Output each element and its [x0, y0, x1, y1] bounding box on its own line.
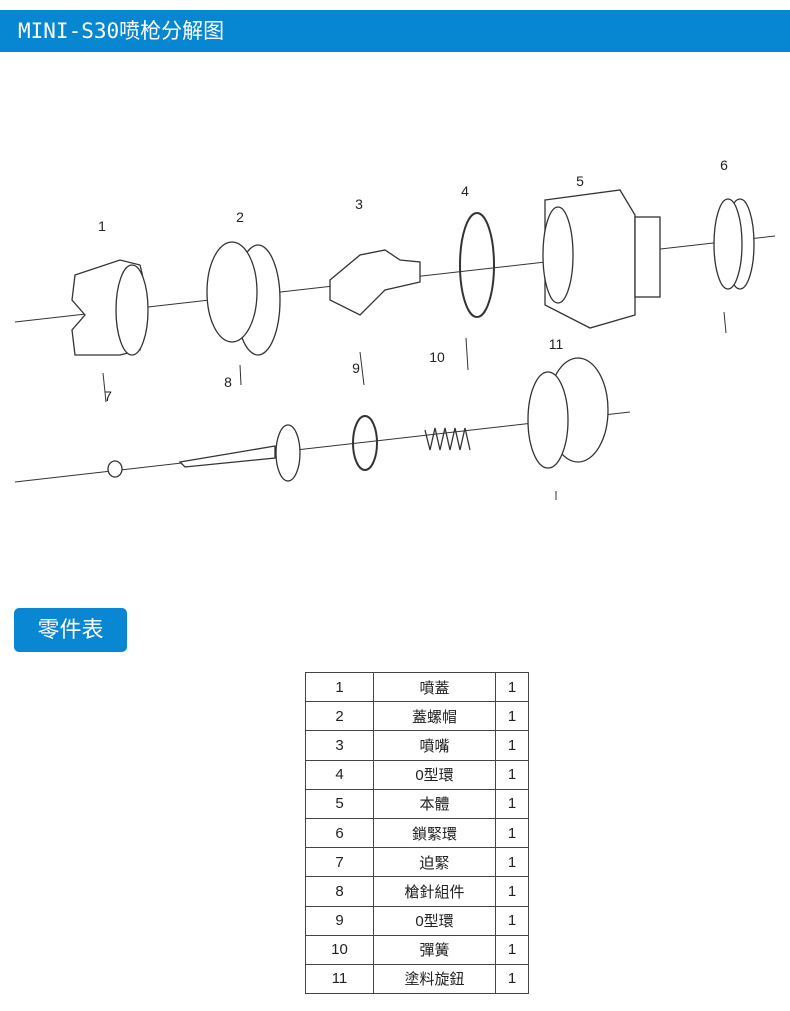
callout-2: 2 — [236, 209, 244, 225]
part-number: 7 — [305, 847, 374, 878]
part-name: 迫緊 — [373, 847, 496, 878]
part-name: 彈簧 — [373, 934, 496, 965]
part-quantity: 1 — [495, 759, 529, 790]
part-name: 蓋螺帽 — [373, 701, 496, 732]
part-2-cap-nut — [206, 241, 281, 356]
part-5-body — [542, 189, 661, 329]
part-number: 5 — [305, 788, 374, 819]
part-quantity: 1 — [495, 963, 529, 995]
part-6-lock-ring — [713, 198, 755, 290]
part-name: 槍針組件 — [373, 876, 496, 907]
part-quantity: 1 — [495, 671, 529, 703]
part-name: 塗料旋鈕 — [373, 963, 496, 995]
callout-7: 7 — [104, 388, 112, 404]
part-number: 4 — [305, 759, 374, 790]
part-name: 噴嘴 — [373, 730, 496, 761]
part-name: 0型環 — [373, 759, 496, 790]
part-number: 3 — [305, 730, 374, 761]
callout-3: 3 — [355, 196, 363, 212]
callout-5: 5 — [576, 173, 584, 189]
part-quantity: 1 — [495, 905, 529, 936]
part-name: 噴蓋 — [373, 671, 496, 703]
exploded-view-diagram: 1 2 3 4 5 6 7 8 9 10 11 — [14, 157, 776, 500]
part-number: 10 — [305, 934, 374, 965]
part-7-packing — [107, 460, 123, 478]
part-quantity: 1 — [495, 788, 529, 819]
callout-11: 11 — [549, 336, 564, 352]
part-4-o-ring — [459, 212, 495, 318]
part-number: 9 — [305, 905, 374, 936]
part-quantity: 1 — [495, 847, 529, 878]
callout-6: 6 — [720, 157, 728, 173]
callout-8: 8 — [224, 374, 232, 390]
part-8-needle-assembly — [178, 424, 301, 482]
parts-list-title: 零件表 — [37, 617, 104, 642]
part-name: 0型環 — [373, 905, 496, 936]
part-number: 11 — [305, 963, 374, 995]
part-name: 本體 — [373, 788, 496, 819]
page-title: MINI-S30喷枪分解图 — [18, 19, 225, 43]
page-header: MINI-S30喷枪分解图 — [0, 10, 790, 52]
part-9-o-ring — [352, 415, 378, 471]
part-quantity: 1 — [495, 817, 529, 849]
part-number: 2 — [305, 701, 374, 732]
callout-10: 10 — [429, 349, 445, 365]
part-name: 鎖緊環 — [373, 817, 496, 849]
part-number: 1 — [305, 671, 374, 703]
part-3-nozzle — [329, 249, 421, 316]
part-number: 8 — [305, 876, 374, 907]
part-quantity: 1 — [495, 730, 529, 761]
callout-1: 1 — [98, 218, 106, 234]
callout-4: 4 — [461, 183, 469, 199]
part-quantity: 1 — [495, 701, 529, 732]
parts-list-heading: 零件表 — [14, 608, 127, 652]
callout-9: 9 — [352, 360, 360, 376]
part-1-air-cap — [71, 259, 149, 356]
part-quantity: 1 — [495, 876, 529, 907]
part-11-fluid-knob — [527, 357, 609, 469]
part-quantity: 1 — [495, 934, 529, 965]
part-10-spring — [424, 427, 471, 451]
part-number: 6 — [305, 817, 374, 849]
